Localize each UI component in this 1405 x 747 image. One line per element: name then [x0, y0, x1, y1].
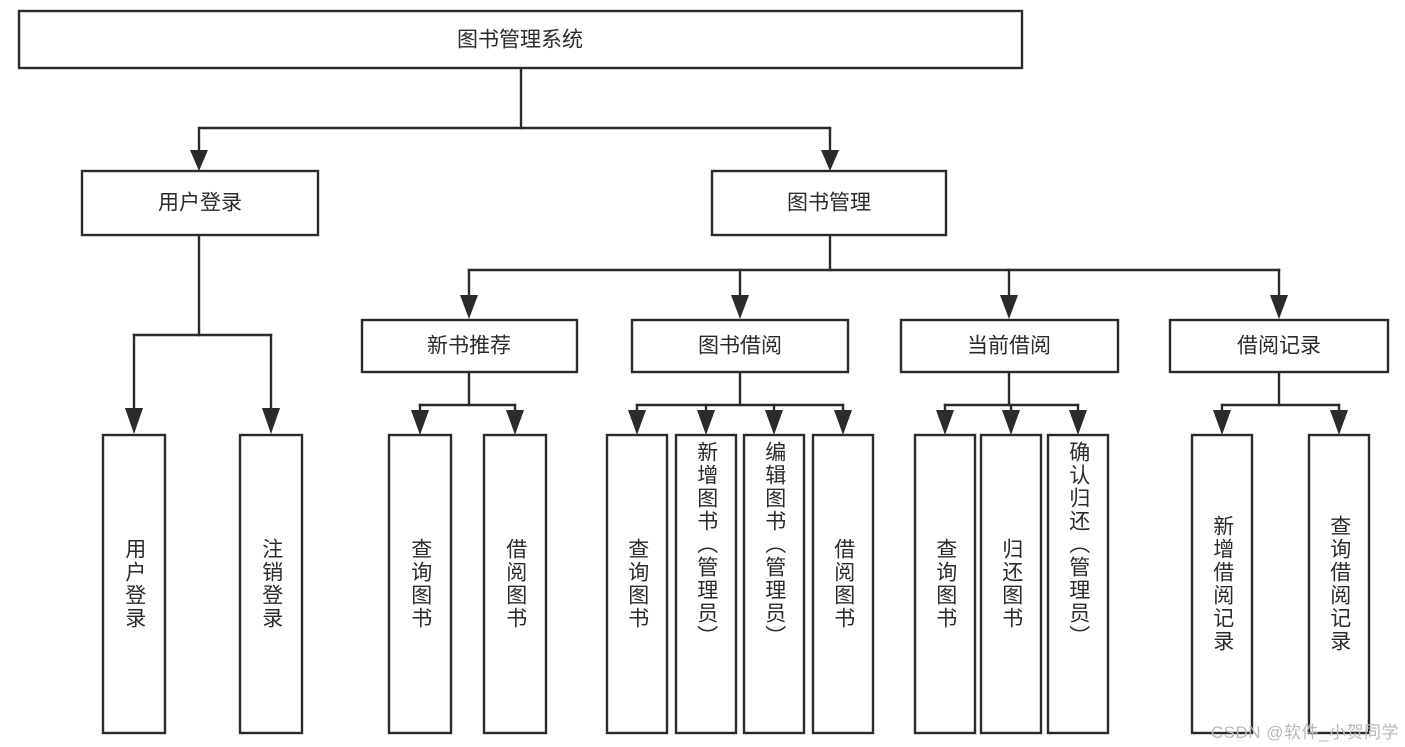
connector-user-login-to-leaves: [125, 233, 280, 434]
connector-book-borrow-to-leaves: [628, 370, 852, 435]
node-borrow-record-box[interactable]: [1168, 318, 1390, 374]
node-book-management-box[interactable]: [710, 169, 948, 237]
arrow-head-icon: [262, 408, 280, 434]
connector-book-mgmt-to-level2: [460, 233, 1288, 319]
arrow-head-icon: [1002, 410, 1020, 435]
node-leaf-confirm-return-box[interactable]: [1046, 433, 1110, 735]
csdn-watermark: CSDN @软件_小贺同学: [1210, 723, 1399, 742]
node-leaf-query-book-3-box[interactable]: [913, 433, 977, 735]
connector-current-borrow-to-leaves: [936, 370, 1087, 435]
arrow-head-icon: [821, 150, 839, 171]
node-new-book-recommend-label: 新书推荐: [427, 335, 511, 358]
node-leaf-edit-book-box[interactable]: [742, 433, 806, 735]
connector-borrow-record-to-leaves: [1213, 370, 1348, 435]
node-book-management[interactable]: 图书管理: [710, 169, 948, 237]
connector-root-to-level1: [190, 66, 839, 171]
node-book-management-label: 图书管理: [787, 192, 871, 215]
node-leaf-borrow-book-1-box[interactable]: [482, 433, 548, 735]
node-root-label: 图书管理系统: [457, 29, 583, 52]
node-leaf-logout-box[interactable]: [238, 433, 304, 735]
node-user-login-label: 用户登录: [158, 192, 242, 215]
node-current-borrow-box[interactable]: [899, 318, 1120, 374]
arrow-head-icon: [1000, 295, 1018, 319]
node-leaf-return-book-box[interactable]: [979, 433, 1043, 735]
node-leaf-add-record-box[interactable]: [1190, 433, 1254, 735]
node-leaf-query-record-box[interactable]: [1307, 433, 1371, 735]
connector-new-book-to-leaves: [411, 370, 524, 435]
node-leaf-borrow-book-2-box[interactable]: [811, 433, 875, 735]
arrow-head-icon: [506, 410, 524, 435]
arrow-head-icon: [936, 410, 954, 435]
arrow-head-icon: [731, 295, 749, 319]
arrow-head-icon: [460, 295, 478, 319]
node-borrow-record[interactable]: 借阅记录: [1168, 318, 1390, 374]
node-root-box[interactable]: [17, 9, 1024, 70]
node-leaf-add-book-box[interactable]: [674, 433, 738, 735]
arrow-head-icon: [628, 410, 646, 435]
node-root-system[interactable]: 图书管理系统: [17, 9, 1024, 70]
node-leaf-query-book-2-box[interactable]: [605, 433, 669, 735]
node-book-borrow[interactable]: 图书借阅: [630, 318, 850, 374]
node-current-borrow-label: 当前借阅: [967, 335, 1051, 358]
node-book-borrow-label: 图书借阅: [698, 335, 782, 358]
node-leaf-query-book-1-box[interactable]: [387, 433, 453, 735]
node-borrow-record-label: 借阅记录: [1237, 335, 1321, 358]
arrow-head-icon: [765, 410, 783, 435]
node-new-book-recommend[interactable]: 新书推荐: [360, 318, 579, 374]
arrow-head-icon: [190, 150, 208, 171]
arrow-head-icon: [411, 410, 429, 435]
arrow-head-icon: [1213, 410, 1231, 435]
arrow-head-icon: [1270, 295, 1288, 319]
arrow-head-icon: [834, 410, 852, 435]
node-user-login[interactable]: 用户登录: [80, 169, 320, 237]
node-current-borrow[interactable]: 当前借阅: [899, 318, 1120, 374]
arrow-head-icon: [125, 408, 143, 434]
node-new-book-recommend-box[interactable]: [360, 318, 579, 374]
node-leaf-user-login-box[interactable]: [101, 433, 167, 735]
arrow-head-icon: [697, 410, 715, 435]
node-book-borrow-box[interactable]: [630, 318, 850, 374]
arrow-head-icon: [1069, 410, 1087, 435]
node-user-login-box[interactable]: [80, 169, 320, 237]
arrow-head-icon: [1330, 410, 1348, 435]
